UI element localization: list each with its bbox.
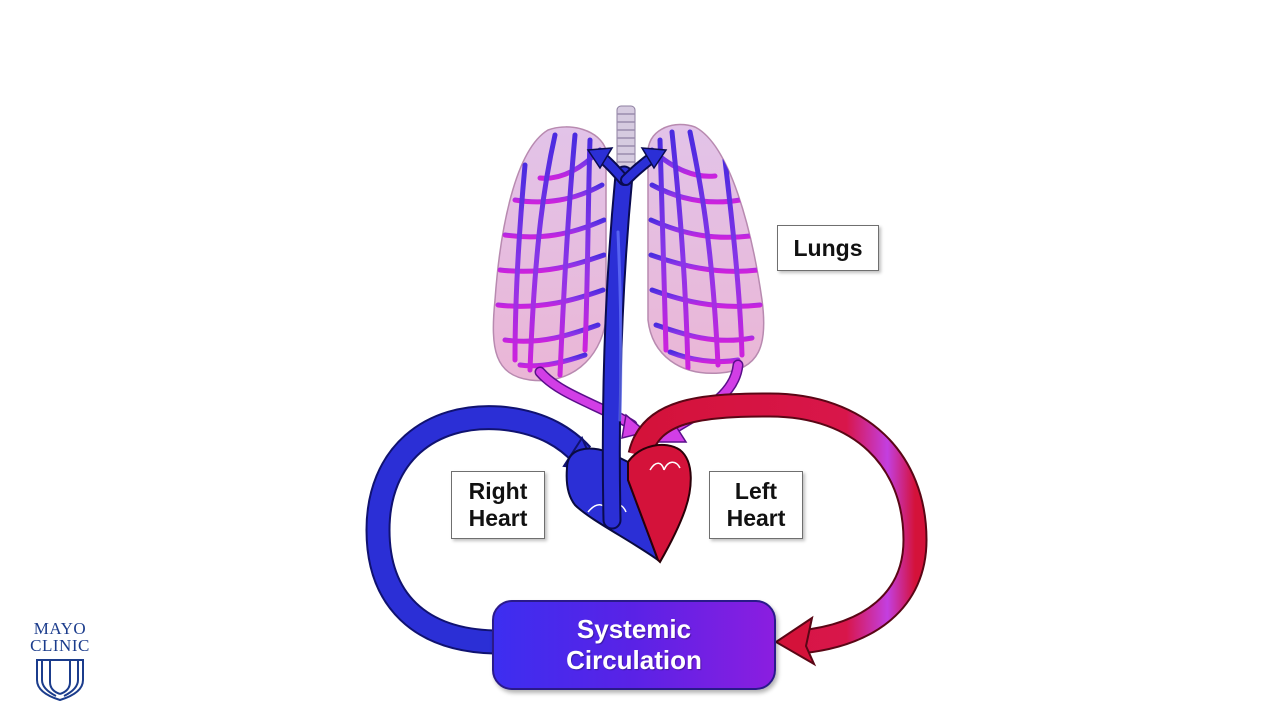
right-lung — [647, 123, 765, 374]
systemic-circulation-box: Systemic Circulation — [492, 600, 776, 690]
left-heart-label: Left Heart — [709, 471, 803, 539]
right-heart-label-line2: Heart — [468, 505, 528, 531]
lungs-label-text: Lungs — [793, 234, 863, 261]
right-heart-label: Right Heart — [451, 471, 545, 539]
left-lung — [492, 126, 607, 382]
left-heart-label-line2: Heart — [726, 505, 786, 531]
logo-line2: CLINIC — [30, 636, 90, 655]
systemic-label-line1: Systemic — [576, 614, 692, 644]
systemic-label-line2: Circulation — [566, 645, 702, 675]
mayo-clinic-shield-icon — [36, 659, 84, 702]
lungs-label: Lungs — [777, 225, 879, 271]
heart — [565, 443, 692, 564]
right-heart-label-line1: Right — [468, 478, 528, 504]
mayo-clinic-logo: MAYO CLINIC — [22, 620, 98, 654]
logo-line1: MAYO — [33, 619, 87, 638]
trachea — [616, 105, 636, 171]
left-heart-label-line1: Left — [734, 478, 778, 504]
pulmonary-artery — [586, 147, 668, 530]
systemic-artery-loop — [627, 392, 928, 667]
